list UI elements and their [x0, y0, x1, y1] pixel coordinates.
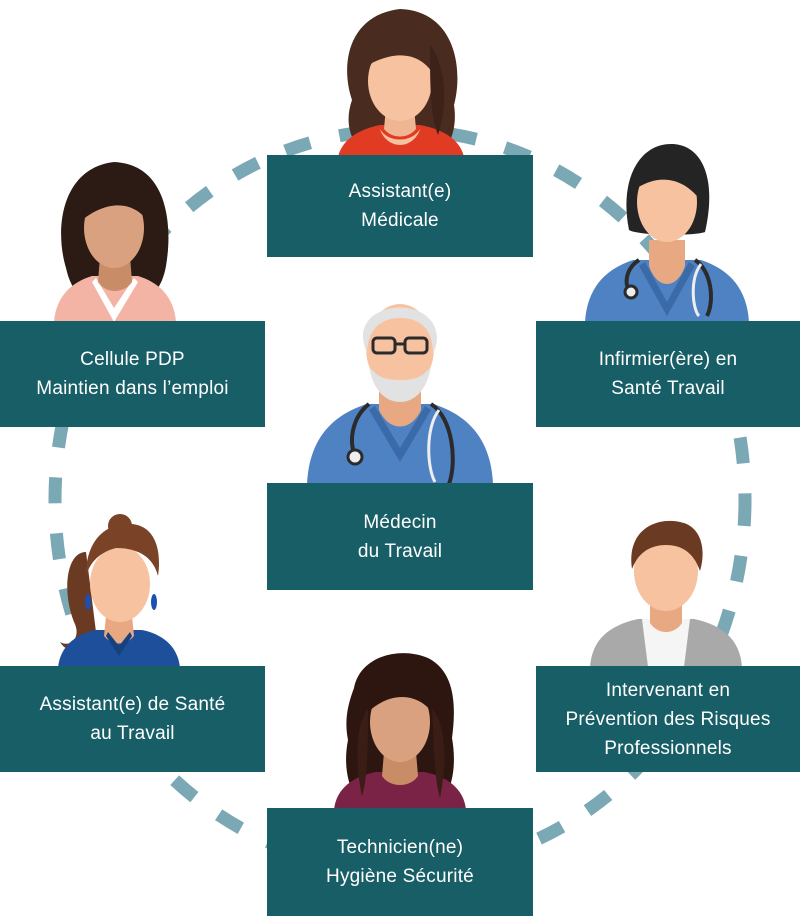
- role-box-medecin: Médecin du Travail: [267, 483, 533, 590]
- woman-curly-hair-burgundy-top-icon: [334, 653, 466, 810]
- role-label-line: Santé Travail: [611, 378, 725, 399]
- nurse-stethoscope-icon: [585, 144, 749, 322]
- woman-brown-hair-red-top-icon: [338, 9, 464, 157]
- role-box-cellule-pdp: Cellule PDP Maintien dans l’emploi: [0, 321, 265, 427]
- role-label-line: Intervenant en: [605, 679, 731, 701]
- role-box-intervenant: Intervenant en Prévention des Risques Pr…: [536, 666, 800, 772]
- role-label-line: au Travail: [90, 723, 175, 744]
- role-box-infirmier: Infirmier(ère) en Santé Travail: [536, 321, 800, 427]
- role-label-line: Hygiène Sécurité: [326, 866, 474, 887]
- role-label-line: Médicale: [361, 210, 439, 231]
- role-label-line: Médecin: [363, 511, 437, 533]
- woman-ponytail-earrings-icon: [58, 514, 180, 668]
- role-label-line: Professionnels: [604, 737, 732, 759]
- role-label-line: Infirmier(ère) en: [598, 349, 738, 370]
- doctor-grey-hair-glasses-icon: [307, 304, 493, 484]
- role-label-line: Technicien(ne): [336, 837, 464, 858]
- man-short-hair-grey-jacket-icon: [590, 520, 742, 667]
- role-label-line: Cellule PDP: [80, 349, 185, 370]
- role-label-line: Assistant(e) de Santé: [39, 694, 226, 715]
- role-label-line: Maintien dans l’emploi: [36, 378, 229, 399]
- woman-dark-hair-pink-top-icon: [54, 162, 176, 322]
- role-box-technicien: Technicien(ne) Hygiène Sécurité: [267, 808, 533, 916]
- role-label-line: Assistant(e): [348, 181, 452, 202]
- role-box-assistant-sante: Assistant(e) de Santé au Travail: [0, 666, 265, 772]
- role-box-assistant-medicale: Assistant(e) Médicale: [267, 155, 533, 257]
- role-label-line: Prévention des Risques: [565, 708, 771, 730]
- role-label-line: du Travail: [357, 540, 443, 562]
